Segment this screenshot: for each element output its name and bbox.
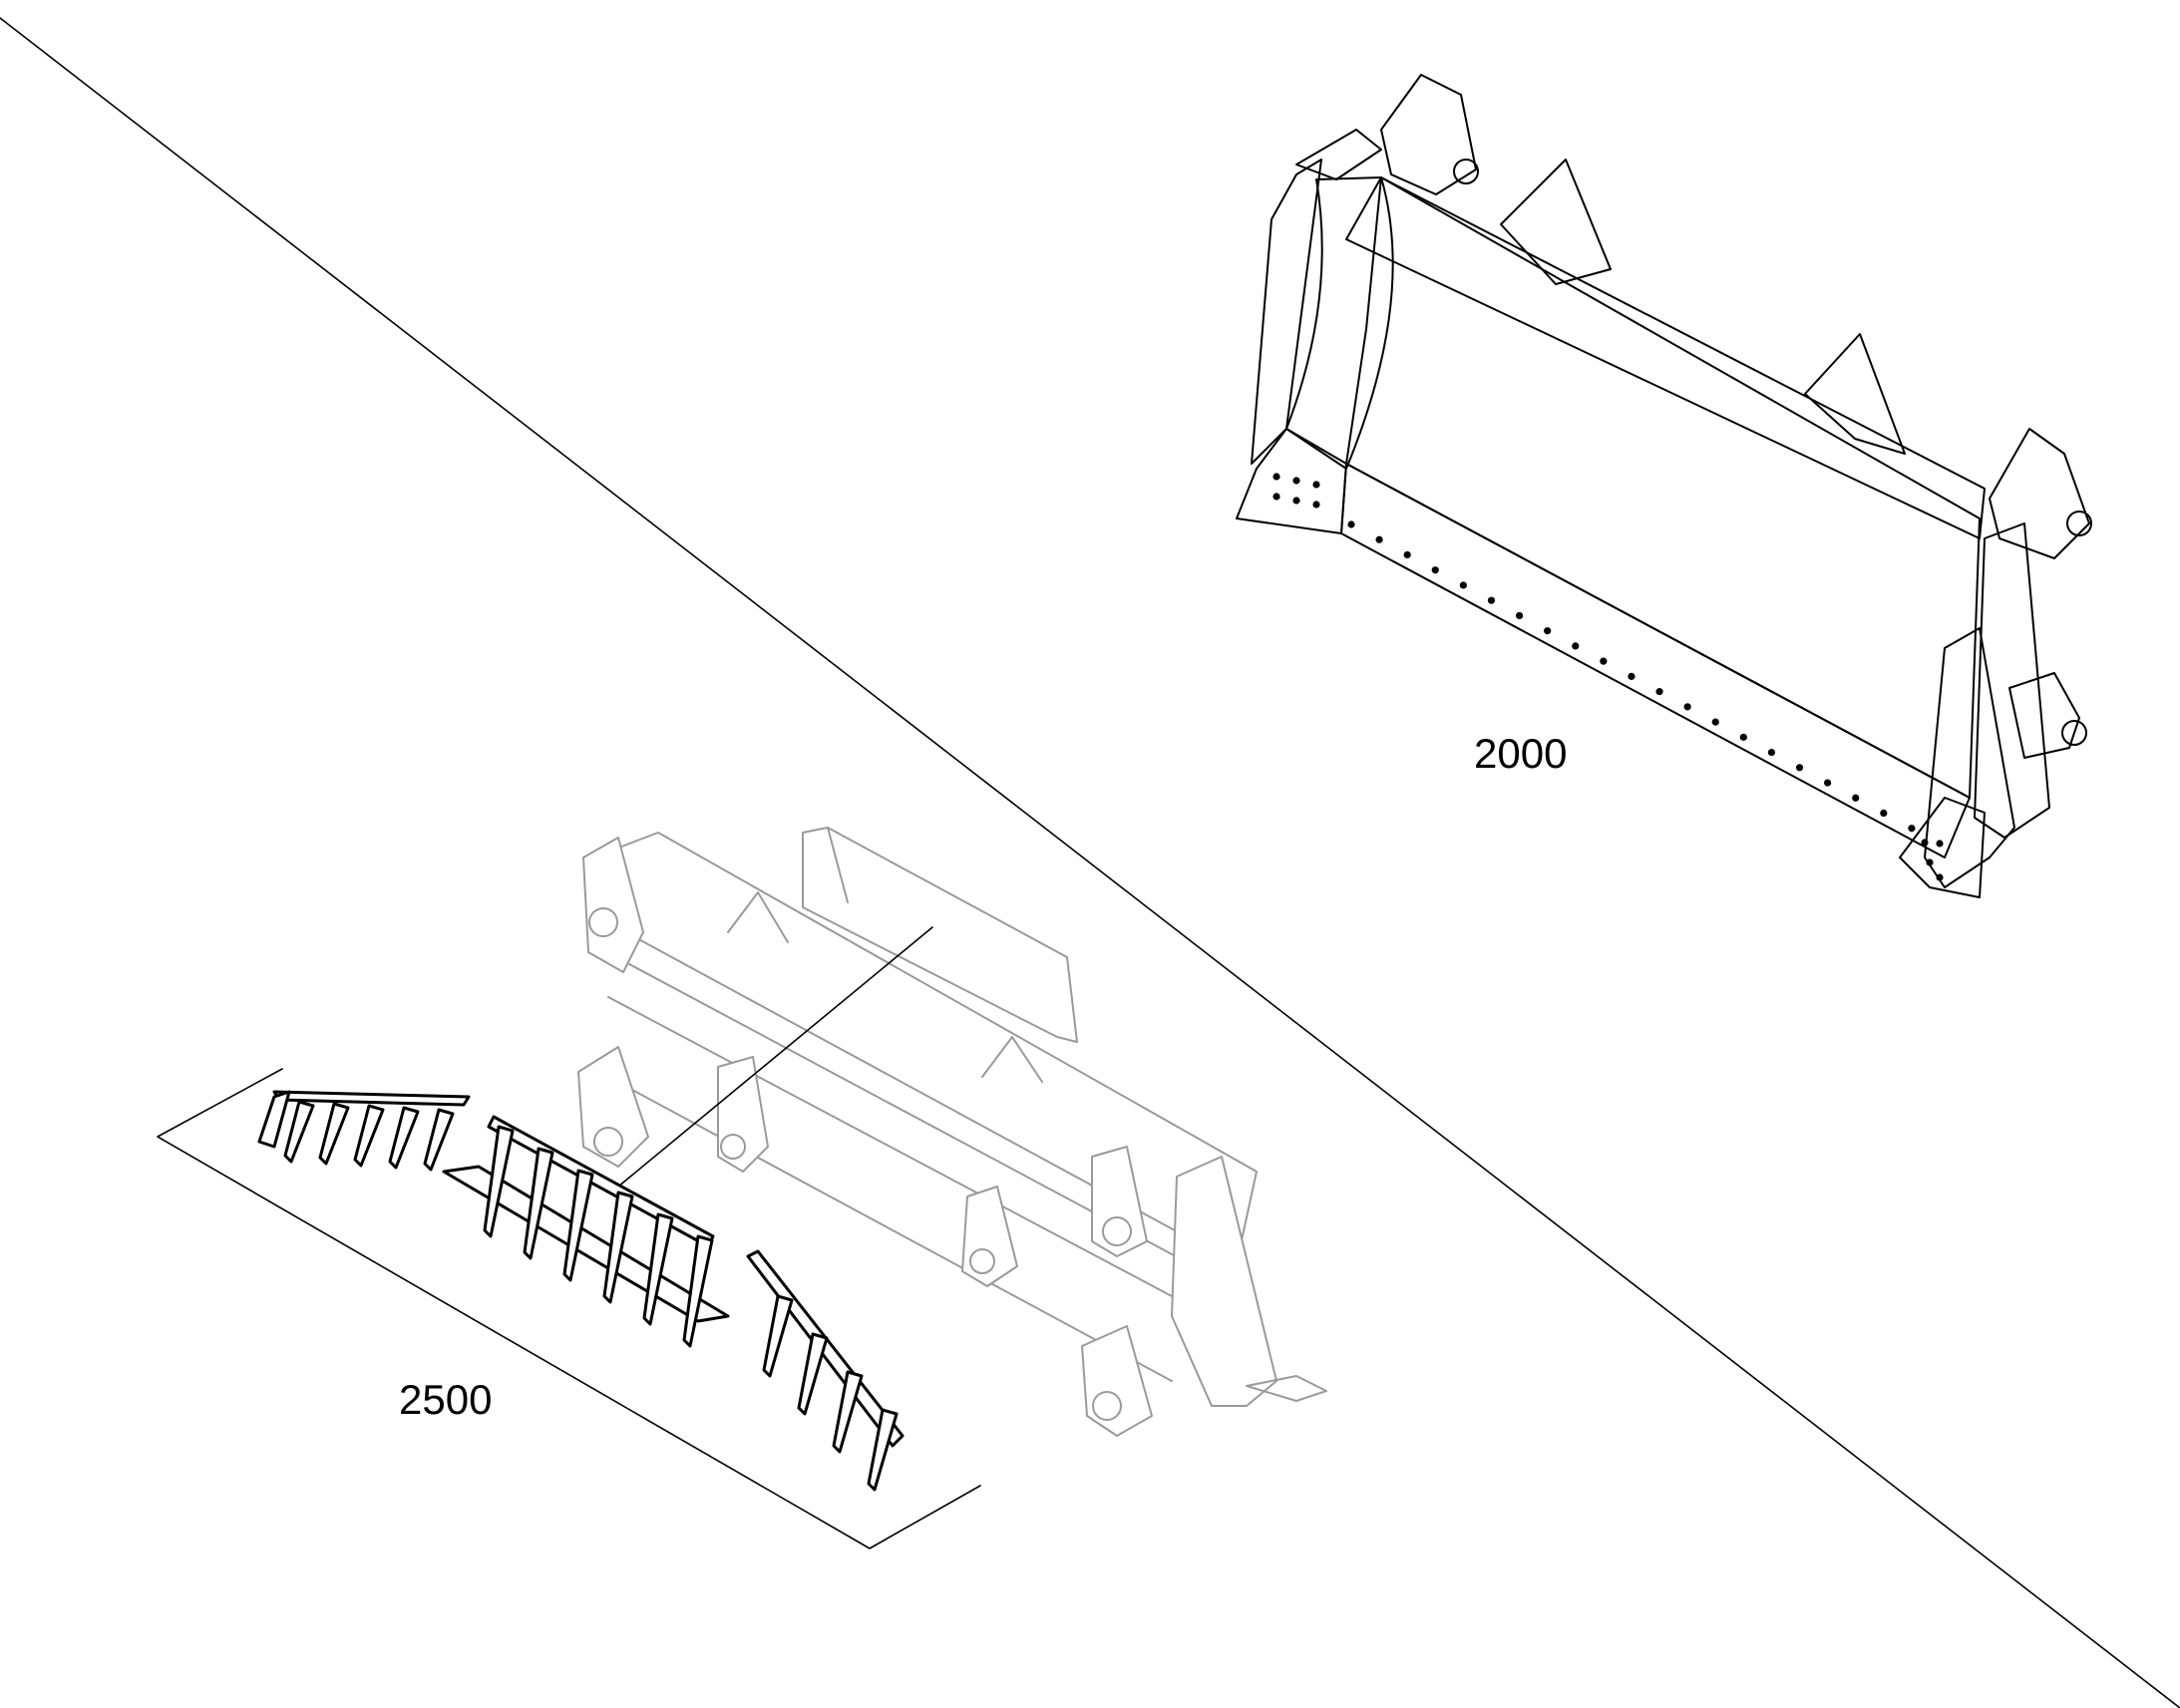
bucket-cutting-edge	[1340, 463, 1971, 858]
section-divider-line	[0, 17, 2180, 1708]
bucket-lug-lower-right	[2008, 672, 2080, 759]
ghost-pin-mid-2	[969, 1248, 995, 1274]
tooth	[832, 1370, 864, 1454]
ghost-lug-right-lower	[1081, 1325, 1153, 1437]
ghost-frame-assembly	[577, 827, 1327, 1437]
bolt-hole	[1628, 672, 1635, 680]
bolt-hole	[1403, 550, 1411, 559]
tooth	[523, 1147, 554, 1260]
bucket-lug-upper-right	[1989, 428, 2090, 559]
bucket-edge-right-tip	[1899, 797, 1986, 898]
tooth	[483, 1125, 515, 1238]
bolt-hole	[1515, 611, 1524, 620]
ghost-lug-right-upper	[1091, 1146, 1148, 1257]
bucket-corner-shield	[1924, 627, 2015, 888]
tooth	[318, 1102, 350, 1166]
bolt-hole	[1926, 858, 1934, 866]
bucket-lug-upper-left-2	[1295, 129, 1382, 180]
tooth-bar-center	[442, 1115, 730, 1348]
bucket-lug-upper-left	[1380, 74, 1477, 195]
bolt-hole	[1292, 477, 1300, 485]
bolt-hole	[1824, 779, 1832, 787]
ghost-top-box-line	[827, 827, 849, 903]
bucket-edge-left-tip	[1236, 428, 1347, 534]
tooth	[682, 1234, 714, 1348]
bolt-hole	[1347, 520, 1355, 528]
callout-2500: 2500	[399, 1376, 492, 1423]
ghost-lug-mid-2	[961, 1186, 1018, 1287]
bolt-hole	[1431, 566, 1439, 574]
tooth	[283, 1100, 315, 1164]
ghost-frame-beam	[587, 832, 1258, 1287]
ghost-lug-mid	[717, 1056, 769, 1173]
ghost-frame-line-3	[607, 1076, 1173, 1382]
tooth-bar-left	[257, 1090, 471, 1172]
bolt-hole	[1375, 535, 1383, 543]
leader-line	[617, 926, 933, 1188]
tooth	[762, 1294, 794, 1378]
bucket-bracket-center	[1500, 159, 1612, 285]
group-bracket	[157, 1068, 981, 1549]
tooth-bar-assembly-2500: 2500	[257, 1090, 905, 1492]
ghost-pin-right-lower	[1092, 1391, 1122, 1421]
tooth	[867, 1408, 899, 1492]
ghost-pin-left-upper	[588, 907, 618, 937]
tooth	[562, 1169, 594, 1282]
bolt-hole	[1936, 840, 1944, 848]
bucket-main-face	[1345, 176, 1981, 799]
bolt-hole	[1795, 764, 1804, 772]
pin-hole-upper-right	[2066, 511, 2092, 536]
ghost-top-box	[802, 827, 1078, 1043]
bolt-hole	[1655, 688, 1663, 696]
pin-hole-upper-left	[1453, 159, 1479, 184]
tooth	[423, 1108, 455, 1172]
bucket-edge-bolt-holes	[1272, 473, 1944, 881]
bolt-hole	[1572, 642, 1580, 650]
ghost-edge-tip	[1246, 1375, 1327, 1402]
tooth	[388, 1106, 420, 1170]
bolt-hole	[1600, 657, 1608, 665]
ghost-pin-right-upper	[1102, 1216, 1132, 1246]
bucket-side-plate-left	[1251, 159, 1322, 465]
bolt-hole	[1272, 493, 1280, 501]
bolt-hole	[1767, 748, 1776, 757]
tooth	[797, 1332, 829, 1416]
bolt-hole	[1852, 794, 1860, 802]
ghost-lug-left-upper	[582, 837, 644, 973]
tooth	[642, 1212, 674, 1326]
bolt-hole	[1544, 627, 1552, 635]
ghost-v-bracket-1	[727, 891, 789, 943]
ghost-corner-shield	[1171, 1156, 1277, 1407]
ghost-lug-left-lower	[577, 1046, 649, 1168]
bucket-side-plate-right	[1974, 522, 2050, 839]
bolt-hole	[1459, 581, 1467, 589]
bolt-hole	[1921, 839, 1929, 847]
bolt-hole	[1292, 497, 1300, 505]
bolt-hole	[1880, 809, 1888, 818]
tooth	[353, 1104, 385, 1168]
ghost-pin-mid	[720, 1134, 746, 1160]
pin-hole-lower-right	[2061, 720, 2087, 746]
bolt-hole	[1312, 481, 1320, 489]
bolt-hole	[1739, 733, 1747, 741]
tooth	[602, 1191, 634, 1304]
ghost-v-bracket-2	[981, 1036, 1043, 1083]
bucket-bracket-right	[1804, 333, 1906, 455]
ghost-pin-left-lower	[593, 1127, 623, 1157]
bolt-hole	[1936, 873, 1944, 881]
bolt-hole	[1272, 473, 1280, 481]
ghost-frame-line-2	[607, 996, 1173, 1297]
bolt-hole	[1683, 703, 1691, 711]
tooth-bar-right	[746, 1249, 905, 1492]
bolt-hole	[1908, 825, 1916, 833]
callout-2000: 2000	[1474, 730, 1567, 777]
bolt-hole	[1487, 596, 1496, 604]
bolt-hole	[1312, 501, 1320, 509]
bucket-assembly-2000: 2000	[1236, 74, 2092, 898]
bolt-hole	[1711, 718, 1719, 726]
bucket-back-plate	[1345, 176, 1986, 539]
